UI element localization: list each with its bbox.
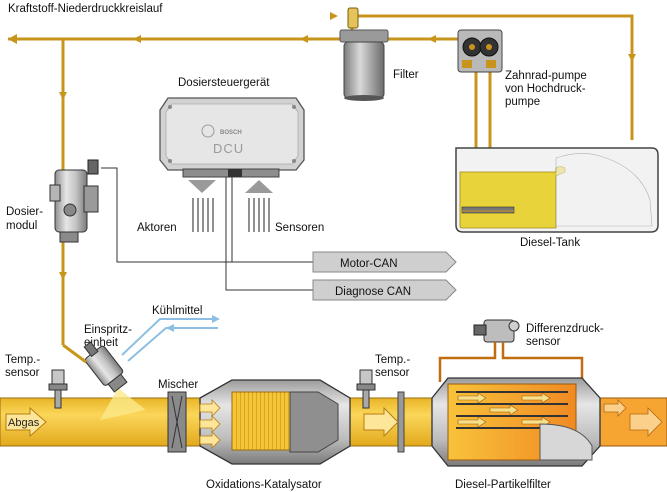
diagnose-can-label: Diagnose CAN [335,286,411,298]
diff-pressure-label-line1: Differenzdruck- [526,323,604,335]
wiring-lines [101,167,320,291]
gear-pump-label-line3: pumpe [505,96,540,108]
actuators-label: Aktoren [137,222,177,234]
gear-pump-label-line2: von Hochdruck- [505,83,586,95]
temperature-sensor-icon [356,369,376,409]
dosing-module-label-line2: modul [6,220,37,232]
dosing-module-label-line1: Dosier- [6,206,43,218]
diagnose-can-tag [312,279,457,301]
diesel-tank-icon [455,147,659,233]
exhaust-arrow [5,406,47,438]
differential-pressure-sensor-icon [473,319,520,343]
temp-sensor-right-label-line2: sensor [375,367,410,379]
control-unit-label: Dosiersteuergerät [178,77,270,89]
filter-label: Filter [393,69,419,81]
dosing-module-icon [49,159,99,243]
gear-pump-label-line1: Zahnrad-pumpe [505,70,587,82]
diff-pressure-lines [438,342,584,382]
fuel-line-arrows [8,12,636,280]
sensor-arrow [245,180,273,193]
outlet-arrows [603,399,663,437]
injector-icon [62,341,128,393]
temp-sensor-left-label-line2: sensor [5,367,40,379]
coolant-arrows [166,315,220,332]
oxidation-catalyst-icon [199,379,351,465]
injection-unit-label-line1: Einspritz- [84,324,132,336]
particle-filter-icon [431,377,601,467]
fuel-filter-icon [339,7,389,101]
injection-spray [100,388,146,420]
diff-pressure-label-line2: sensor [526,336,561,348]
temperature-sensor-icon [48,369,68,409]
exhaust-label: Abgas [8,417,40,429]
gear-pump-icon [457,29,503,73]
control-unit-dcu-text: DCU [213,141,244,156]
coolant-lines [121,318,218,362]
sensor-lines [248,198,270,232]
control-unit-brand: BOSCH [220,130,242,136]
temp-sensor-right-label-line1: Temp.- [375,354,410,366]
mixer-label: Mischer [158,379,198,391]
motor-can-label: Motor-CAN [340,258,398,270]
actuator-arrow [188,180,216,193]
diesel-tank-label: Diesel-Tank [520,237,580,249]
actuator-lines [192,198,214,232]
control-unit-icon [159,97,305,178]
fuel-circuit-label: Kraftstoff-Niederdruckkreislauf [8,3,163,15]
temp-sensor-left-label-line1: Temp.- [5,354,40,366]
sensors-label: Sensoren [275,222,324,234]
diesel-particle-filter-label: Diesel-Partikelfilter [455,479,551,491]
coolant-label: Kühlmittel [152,305,203,317]
mid-pipe-arrow [363,406,399,438]
catalyst-inlet-arrows [199,399,221,449]
mixer-icon [167,391,187,453]
motor-can-tag [312,251,457,273]
oxidation-catalyst-label: Oxidations-Katalysator [206,479,322,491]
